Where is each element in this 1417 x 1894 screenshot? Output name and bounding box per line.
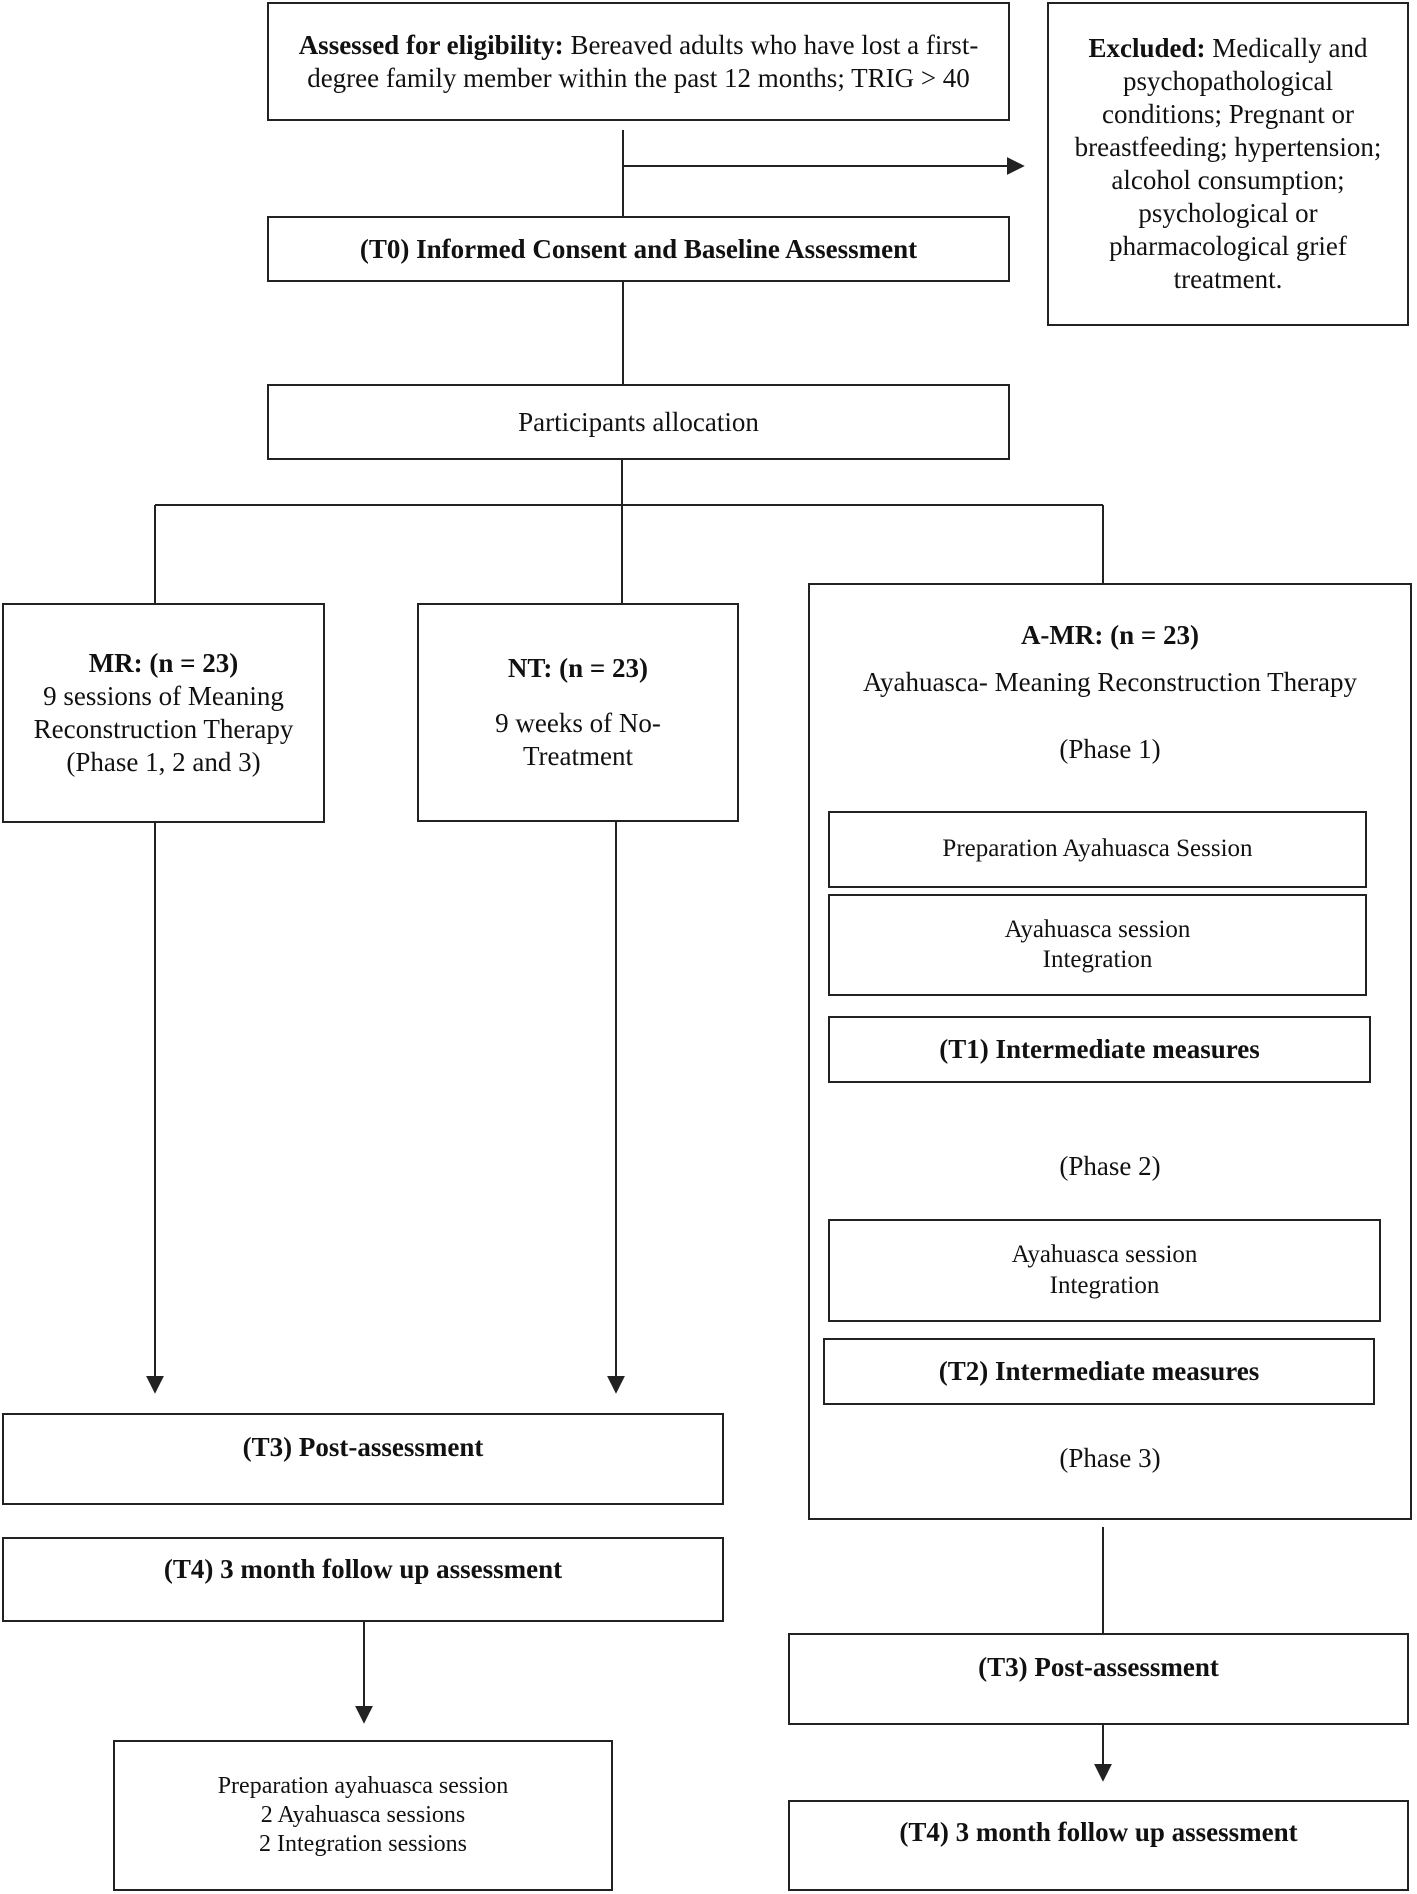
amr-prep-box: Preparation Ayahuasca Session <box>828 811 1367 888</box>
excluded-label: Excluded: <box>1088 33 1206 64</box>
amr-phase1: (Phase 1) <box>1059 734 1161 764</box>
allocation-label: Participants allocation <box>518 406 759 437</box>
nt-label: NT: (n = 23) <box>507 653 649 684</box>
left-extra-line2: 2 Ayahuasca sessions <box>260 1801 466 1828</box>
amr-session2-line1: Ayahuasca session <box>1011 1241 1198 1268</box>
left-extra-box: Preparation ayahuasca session 2 Ayahuasc… <box>113 1740 613 1891</box>
left-followup-label: (T4) 3 month follow up assessment <box>163 1554 563 1584</box>
amr-label: A-MR: (n = 23) <box>1020 620 1200 650</box>
nt-line2: Treatment <box>523 740 633 771</box>
right-post-label: (T3) Post-assessment <box>978 1652 1219 1682</box>
mr-line3: (Phase 1, 2 and 3) <box>66 746 261 777</box>
baseline-label: (T0) Informed Consent and Baseline Asses… <box>359 233 918 264</box>
left-post-box: (T3) Post-assessment <box>2 1413 724 1505</box>
amr-title: Ayahuasca- Meaning Reconstruction Therap… <box>862 667 1358 697</box>
mr-line2: Reconstruction Therapy <box>33 714 294 744</box>
amr-session1-line2: Integration <box>1042 946 1153 973</box>
right-post-box: (T3) Post-assessment <box>788 1633 1409 1725</box>
left-followup-box: (T4) 3 month follow up assessment <box>2 1537 724 1622</box>
amr-session2-line2: Integration <box>1049 1271 1160 1299</box>
nt-box: NT: (n = 23) 9 weeks of No- Treatment <box>417 603 739 822</box>
amr-t2-label: (T2) Intermediate measures <box>938 1356 1260 1387</box>
excluded-box: Excluded: Medically and psychopathologic… <box>1047 2 1409 326</box>
left-extra-line1: Preparation ayahuasca session <box>217 1772 509 1799</box>
amr-t2-box: (T2) Intermediate measures <box>823 1338 1375 1405</box>
excluded-text: Medically and psychopathological conditi… <box>1074 33 1382 294</box>
amr-phase3: (Phase 3) <box>1059 1443 1161 1473</box>
eligibility-box: Assessed for eligibility: Bereaved adult… <box>267 2 1010 121</box>
mr-label: MR: (n = 23) <box>88 648 239 679</box>
eligibility-label: Assessed for eligibility: <box>298 29 564 60</box>
amr-session1-line1: Ayahuasca session <box>1004 915 1191 943</box>
mr-line1: 9 sessions of Meaning <box>43 681 284 712</box>
amr-t1-box: (T1) Intermediate measures <box>828 1016 1371 1083</box>
right-followup-box: (T4) 3 month follow up assessment <box>788 1800 1409 1891</box>
amr-t1-label: (T1) Intermediate measures <box>939 1034 1260 1065</box>
amr-prep-label: Preparation Ayahuasca Session <box>942 835 1253 863</box>
eligibility-text: Bereaved adults who have lost a first-de… <box>307 29 979 93</box>
baseline-box: (T0) Informed Consent and Baseline Asses… <box>267 216 1010 282</box>
mr-box: MR: (n = 23) 9 sessions of Meaning Recon… <box>2 603 325 823</box>
amr-session2-box: Ayahuasca session Integration <box>828 1219 1381 1322</box>
amr-phase2: (Phase 2) <box>1059 1151 1161 1181</box>
amr-session1-box: Ayahuasca session Integration <box>828 894 1367 996</box>
allocation-box: Participants allocation <box>267 384 1010 460</box>
nt-line1: 9 weeks of No- <box>495 708 661 739</box>
right-followup-label: (T4) 3 month follow up assessment <box>899 1817 1298 1847</box>
left-extra-line3: 2 Integration sessions <box>259 1831 467 1858</box>
left-post-label: (T3) Post-assessment <box>242 1432 484 1462</box>
